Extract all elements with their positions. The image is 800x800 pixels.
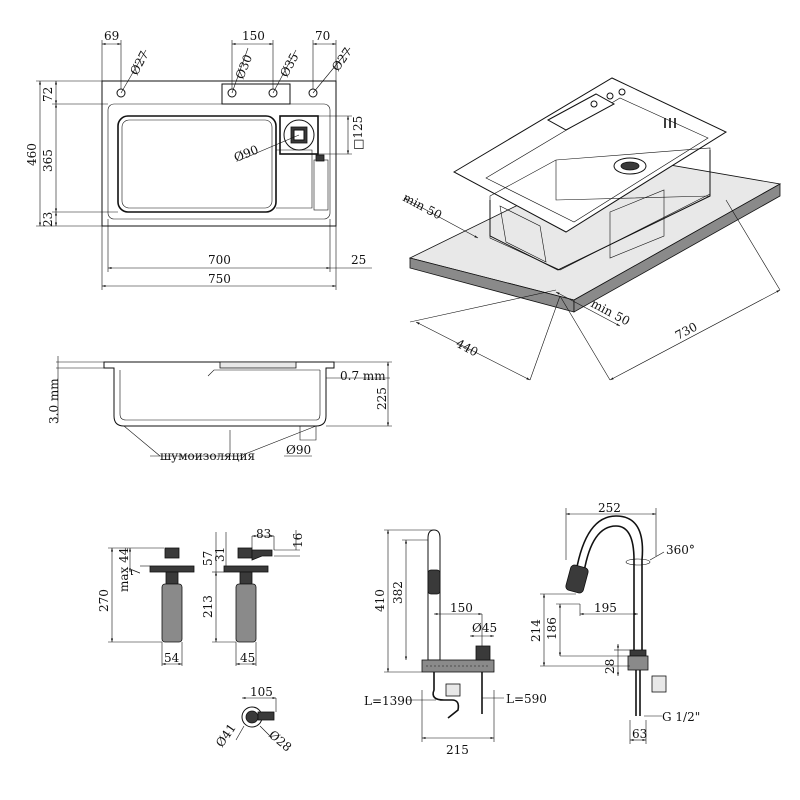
iso-min50-left: min 50 — [401, 190, 445, 222]
faucet-front: 410 382 150 Ø45 L=1390 L=590 215 — [364, 529, 547, 757]
faucet-215: 215 — [446, 743, 469, 757]
hole-d30-label: Ø30 — [233, 53, 255, 82]
drain-circle-top — [283, 119, 315, 151]
side-252: 252 — [598, 501, 621, 515]
dim-72: 72 — [41, 87, 55, 102]
disp-d28: Ø28 — [266, 728, 294, 755]
disp-213: 213 — [201, 595, 215, 618]
sink-section — [103, 361, 335, 427]
dim-25: 25 — [351, 253, 366, 267]
section-depth: 225 — [375, 387, 389, 410]
side-thread: G 1/2" — [662, 710, 700, 724]
disp-d41: Ø41 — [213, 721, 239, 750]
faucet-side: 252 360° 214 186 195 28 G 1/2" 63 — [529, 501, 700, 744]
section-view: 3.0 mm 0.7 mm 225 Ø90 шумоизоляция — [47, 356, 392, 463]
iso-dim-730: 730 — [673, 320, 700, 343]
isometric-view: min 50 min 50 440 730 — [401, 77, 782, 381]
drain-square-top — [279, 115, 319, 155]
disp-45: 45 — [240, 651, 255, 665]
disp-7: 7 — [129, 568, 143, 576]
drain-d90-label: Ø90 — [232, 142, 261, 164]
drain-square-label: □125 — [351, 116, 365, 150]
hose-left: L=1390 — [364, 694, 413, 708]
disp-270: 270 — [97, 589, 111, 612]
disp-105: 105 — [250, 685, 273, 699]
sink-rim-iso — [452, 77, 728, 233]
side-28: 28 — [603, 659, 617, 674]
faucet-382: 382 — [391, 581, 405, 604]
dispenser-side: 57 31 83 16 213 45 — [201, 527, 305, 666]
dim-750: 750 — [208, 272, 231, 286]
side-63: 63 — [632, 727, 647, 741]
sink-outline-top — [101, 80, 337, 227]
dim-460: 460 — [25, 143, 39, 166]
disp-max44: max 44 — [117, 547, 131, 592]
hose-right: L=590 — [506, 692, 547, 706]
section-insulation: шумоизоляция — [160, 449, 255, 463]
section-wall: 0.7 mm — [340, 369, 386, 383]
side-186: 186 — [545, 617, 559, 640]
disp-31: 31 — [213, 547, 227, 562]
disp-16: 16 — [291, 533, 305, 548]
side-195: 195 — [594, 601, 617, 615]
dispenser-front: 270 max 44 7 54 — [97, 547, 195, 666]
dim-150-top: 150 — [242, 29, 265, 43]
faucet-410: 410 — [373, 589, 387, 612]
dim-69: 69 — [104, 29, 119, 43]
dim-23: 23 — [41, 212, 55, 227]
disp-54: 54 — [164, 651, 180, 665]
iso-min50-right: min 50 — [589, 296, 633, 328]
faucet-d45: Ø45 — [472, 621, 497, 635]
dim-365: 365 — [41, 149, 55, 172]
side-360: 360° — [666, 543, 695, 557]
basin-top — [117, 115, 277, 213]
disp-57: 57 — [201, 551, 215, 566]
dispenser-plan: 105 Ø41 Ø28 — [213, 685, 294, 754]
dim-70-top: 70 — [315, 29, 330, 43]
section-thickness: 3.0 mm — [47, 378, 61, 424]
faucet-150: 150 — [450, 601, 473, 615]
hole-d35-label: Ø35 — [277, 51, 301, 80]
hole-d27-left-label: Ø27 — [127, 49, 151, 78]
dim-700: 700 — [208, 253, 231, 267]
top-view: 69 150 70 Ø27 Ø30 Ø35 Ø27 72 460 365 23 … — [25, 29, 372, 290]
disp-83: 83 — [256, 527, 271, 541]
iso-dim-440: 440 — [454, 336, 481, 359]
hole-d27-right-label: Ø27 — [329, 45, 355, 74]
section-drain: Ø90 — [286, 443, 311, 457]
side-214: 214 — [529, 619, 543, 642]
